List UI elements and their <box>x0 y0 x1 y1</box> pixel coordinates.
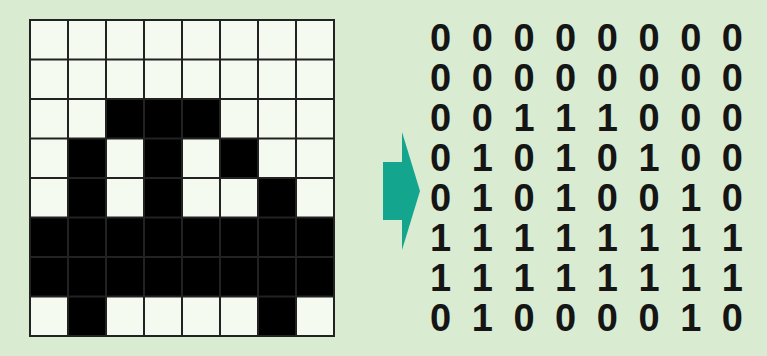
matrix-row: 0 1 0 0 0 0 1 0 <box>430 298 748 338</box>
matrix-row: 0 1 0 1 0 0 1 0 <box>430 178 748 218</box>
matrix-row: 0 0 0 0 0 0 0 0 <box>430 58 748 98</box>
pixel-grid <box>30 20 334 336</box>
matrix-row: 1 1 1 1 1 1 1 1 <box>430 258 748 298</box>
matrix-row: 0 1 0 1 0 1 0 0 <box>430 138 748 178</box>
matrix-row: 1 1 1 1 1 1 1 1 <box>430 218 748 258</box>
conversion-arrow <box>383 132 420 250</box>
matrix-row: 0 0 1 1 1 0 0 0 <box>430 98 748 138</box>
matrix-row: 0 0 0 0 0 0 0 0 <box>430 18 748 58</box>
